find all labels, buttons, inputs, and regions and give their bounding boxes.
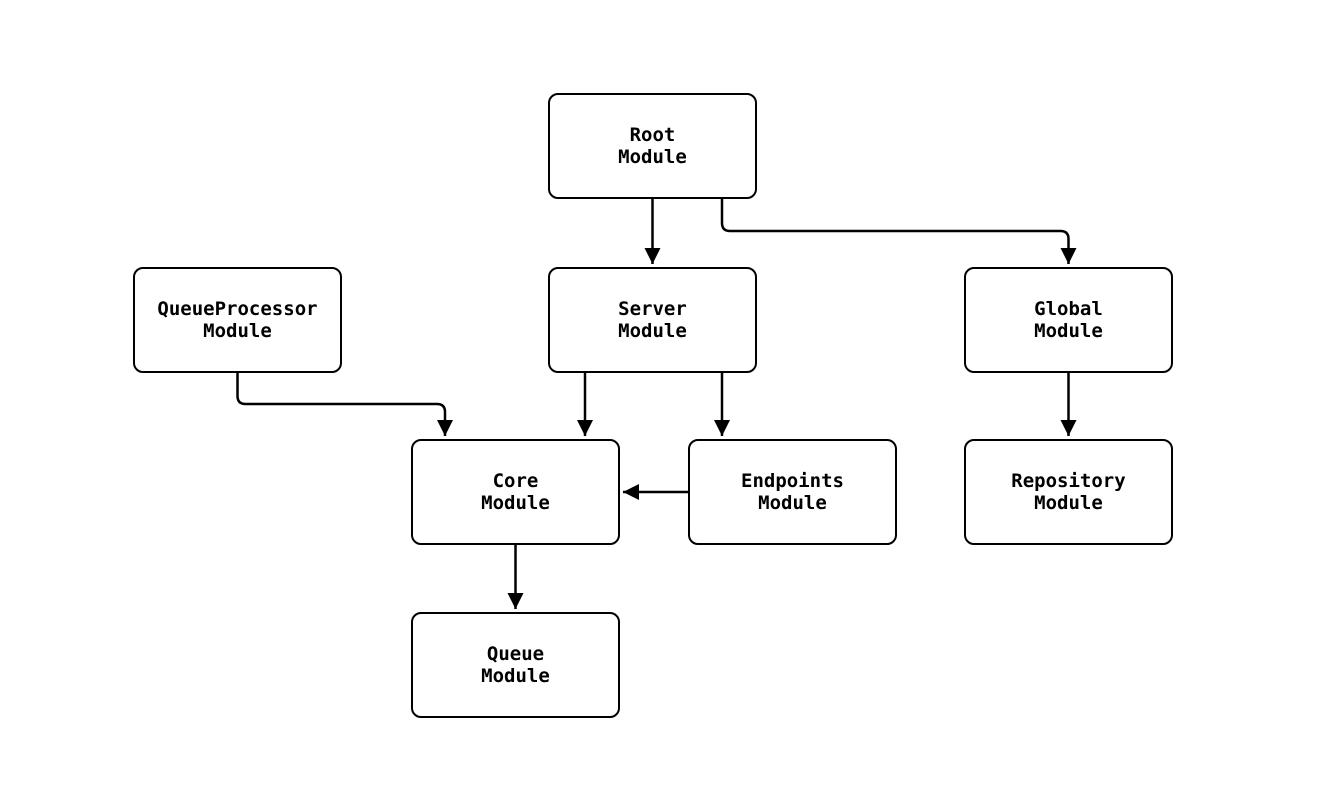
node-label-line: Module xyxy=(1034,320,1103,342)
node-label-line: Repository xyxy=(1011,470,1126,492)
node-root-module: Root Module xyxy=(548,93,757,199)
node-endpoints-module: Endpoints Module xyxy=(688,439,897,545)
node-label-line: Core xyxy=(492,470,539,492)
edge-queueprocessor-to-core xyxy=(236,373,454,436)
node-label-line: Module xyxy=(481,492,550,514)
node-label-line: Server xyxy=(618,298,687,320)
edge-root-to-global xyxy=(720,199,1077,264)
node-global-module: Global Module xyxy=(964,267,1173,373)
node-core-module: Core Module xyxy=(411,439,620,545)
node-label-line: Module xyxy=(1034,492,1103,514)
node-label-line: Module xyxy=(203,320,272,342)
node-label-line: Module xyxy=(618,320,687,342)
node-label-line: Root xyxy=(629,124,676,146)
node-repository-module: Repository Module xyxy=(964,439,1173,545)
node-label-line: Module xyxy=(758,492,827,514)
node-label-line: Endpoints xyxy=(741,470,844,492)
node-label-line: Queue xyxy=(486,643,545,665)
node-label-line: Module xyxy=(481,665,550,687)
node-label-line: Global xyxy=(1034,298,1103,320)
node-label-line: QueueProcessor xyxy=(157,298,318,320)
node-server-module: Server Module xyxy=(548,267,757,373)
node-queue-module: Queue Module xyxy=(411,612,620,718)
node-queueprocessor-module: QueueProcessor Module xyxy=(133,267,342,373)
node-label-line: Module xyxy=(618,146,687,168)
